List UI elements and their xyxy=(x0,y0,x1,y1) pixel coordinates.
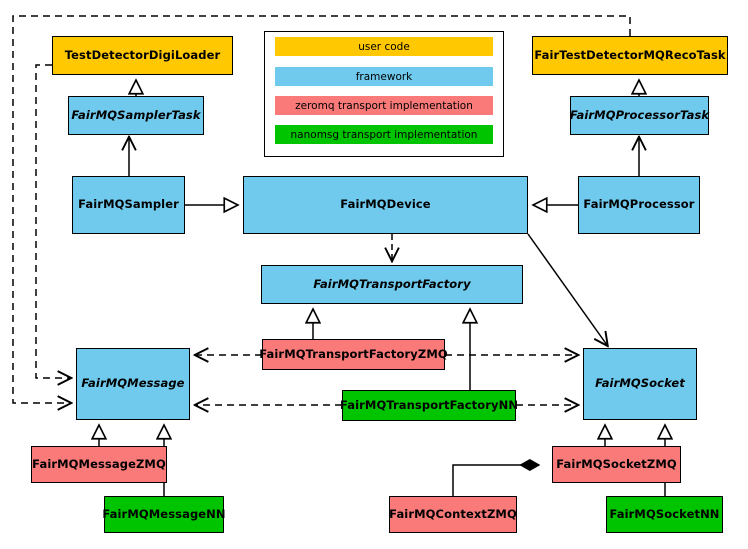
edge-device-to-socket xyxy=(527,233,607,345)
legend-item-nanomsg: nanomsg transport implementation xyxy=(275,125,493,144)
class-box-fairmqsampler[interactable]: FairMQSampler xyxy=(72,176,185,234)
class-box-fairmqmessagezmq[interactable]: FairMQMessageZMQ xyxy=(31,446,167,483)
class-box-fairmqprocessor[interactable]: FairMQProcessor xyxy=(578,176,700,234)
legend-item-user-code: user code xyxy=(275,37,493,56)
class-box-fairmqtransportfactoryzmq[interactable]: FairMQTransportFactoryZMQ xyxy=(259,339,448,370)
class-box-fairmqprocessortask[interactable]: FairMQProcessorTask xyxy=(570,96,709,135)
edge-contextzmq-to-socketzmq xyxy=(452,458,541,496)
class-box-fairmqdevice[interactable]: FairMQDevice xyxy=(243,176,528,234)
class-box-fairmqsocketzmq[interactable]: FairMQSocketZMQ xyxy=(552,446,681,483)
class-box-fairmqmessage[interactable]: FairMQMessage xyxy=(76,348,190,420)
class-box-fairmqcontextzmq[interactable]: FairMQContextZMQ xyxy=(389,496,517,533)
class-box-fairmqtransportfactorynn[interactable]: FairMQTransportFactoryNN xyxy=(340,390,518,421)
class-box-fairmqsocketnn[interactable]: FairMQSocketNN xyxy=(606,496,723,533)
edge-digiloader-to-message xyxy=(35,64,70,378)
legend-item-zeromq: zeromq transport implementation xyxy=(275,96,493,115)
class-box-fairmqsamplertask[interactable]: FairMQSamplerTask xyxy=(68,96,204,135)
class-box-fairmqtransportfactory[interactable]: FairMQTransportFactory xyxy=(261,265,523,304)
class-box-fairmqsocket[interactable]: FairMQSocket xyxy=(583,348,697,420)
class-box-fairmqmessagenn[interactable]: FairMQMessageNN xyxy=(102,496,226,533)
edge-recotask-to-message xyxy=(12,15,631,403)
class-box-testdetectordigiloader[interactable]: TestDetectorDigiLoader xyxy=(52,36,233,75)
class-box-fairtestdetectormqrecotask[interactable]: FairTestDetectorMQRecoTask xyxy=(532,36,728,75)
legend-item-framework: framework xyxy=(275,67,493,86)
